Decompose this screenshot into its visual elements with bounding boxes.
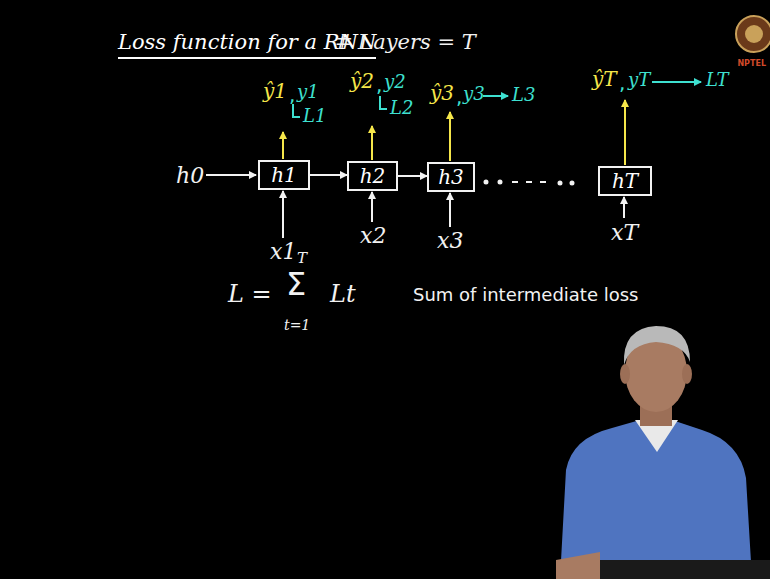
separator: , [289, 84, 295, 106]
input-arrow [206, 174, 256, 176]
input-arrow [623, 197, 625, 218]
input-label: x3 [437, 229, 463, 253]
separator: , [619, 72, 625, 94]
target-label: yT [628, 70, 650, 90]
state-label: h1 [271, 163, 297, 187]
layer-count: # Layers = T [335, 31, 476, 54]
input-label: x1 [270, 240, 296, 264]
output-arrow [624, 100, 626, 165]
input-label: xT [611, 221, 638, 245]
loss-arrow [652, 81, 701, 83]
target-label: y3 [463, 84, 485, 104]
loss-label: L3 [512, 85, 535, 105]
output-arrow [371, 126, 373, 160]
loss-label: L1 [303, 106, 326, 126]
loss-term: Lt [330, 281, 356, 307]
hidden-state-box: h3 [427, 162, 475, 192]
hidden-state-box: hT [598, 166, 652, 196]
logo [736, 16, 770, 52]
hidden-state-box: h2 [347, 161, 398, 191]
hidden-state-box: h1 [258, 160, 310, 190]
initial-state: h0 [176, 164, 204, 188]
continuation-dots [485, 181, 574, 185]
loss-arrow [483, 95, 508, 97]
output-arrow [449, 112, 451, 161]
target-label: y1 [297, 82, 319, 102]
separator: , [376, 74, 382, 96]
prediction-label: ŷ1 [263, 80, 287, 102]
sum-limit: t=1 [284, 318, 310, 333]
input-arrow [449, 193, 451, 227]
sum-symbol: Σ [286, 268, 306, 300]
sum-limit: T [297, 250, 307, 267]
logo-text: NPTEL [737, 60, 766, 69]
target-label: y2 [384, 72, 406, 92]
loss-equation: L = [228, 281, 272, 307]
prediction-label: ŷ2 [350, 70, 374, 92]
input-label: x2 [360, 224, 386, 248]
recurrent-arrow [398, 175, 427, 177]
state-label: h3 [438, 165, 464, 189]
input-arrow [282, 191, 284, 238]
prediction-label: ŷT [592, 68, 617, 90]
loss-label: LT [706, 70, 729, 90]
state-label: h2 [360, 164, 386, 188]
output-arrow [282, 132, 284, 159]
state-label: hT [612, 169, 638, 193]
loss-hook [380, 96, 387, 109]
lecturer [556, 326, 770, 579]
input-arrow [371, 192, 373, 222]
prediction-label: ŷ3 [430, 82, 454, 104]
separator: , [456, 86, 462, 108]
recurrent-arrow [310, 174, 347, 176]
loss-label: L2 [390, 98, 413, 118]
note: Sum of intermediate loss [413, 285, 638, 305]
